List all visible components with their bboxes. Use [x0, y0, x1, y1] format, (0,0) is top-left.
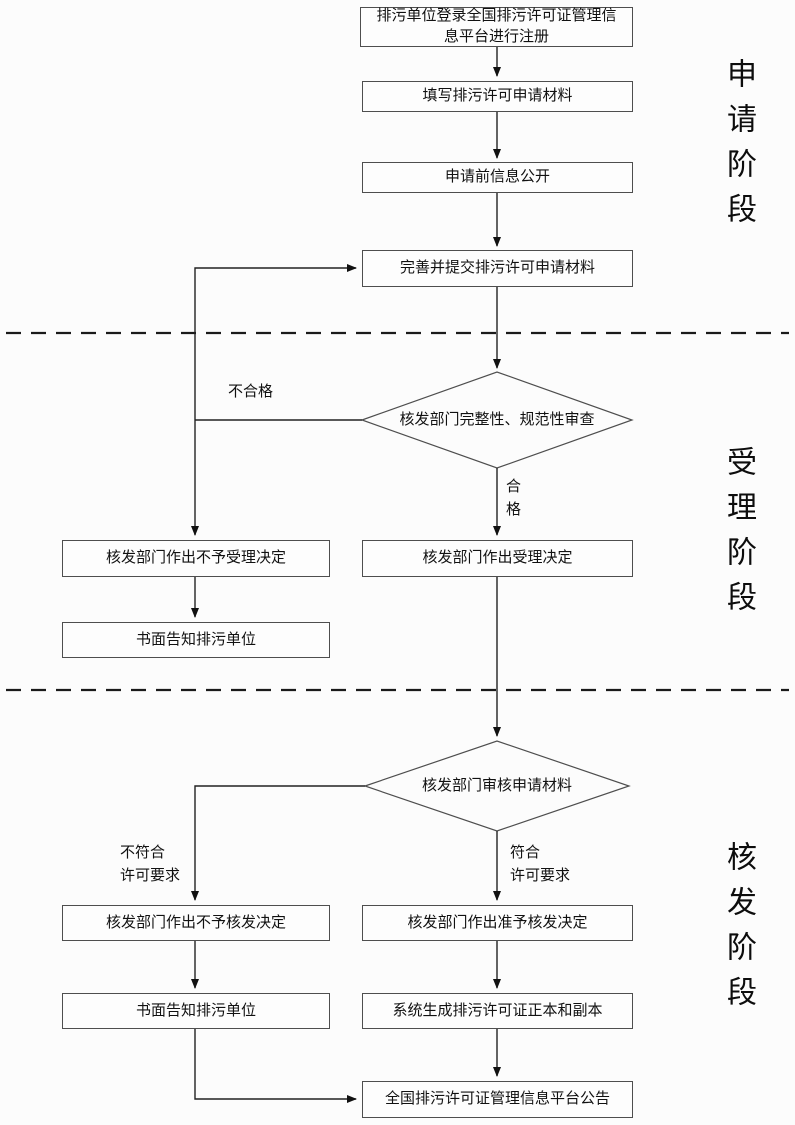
decision-diamond-completeness — [360, 371, 634, 469]
node-platform-announcement: 全国排污许可证管理信息平台公告 — [362, 1081, 633, 1118]
node-fill-materials: 填写排污许可申请材料 — [362, 81, 633, 112]
node-generate-certificate: 系统生成排污许可证正本和副本 — [362, 993, 633, 1029]
node-submit-materials: 完善并提交排污许可申请材料 — [362, 250, 633, 287]
stage-label-acceptance: 受理阶段 — [722, 446, 755, 626]
branch-label-qualified: 合 格 — [506, 479, 522, 519]
node-completeness-review: 核发部门完整性、规范性审查 — [399, 411, 595, 428]
branch-label-unqualified: 不合格 — [228, 384, 274, 400]
branch-label-meeting: 符合 许可要求 — [510, 845, 571, 885]
branch-label-not-meeting: 不符合 许可要求 — [120, 845, 181, 885]
edge-unqualified-back-to-submit — [194, 264, 357, 420]
stage-label-issuance: 核发阶段 — [722, 841, 755, 1021]
node-reject-issuance: 核发部门作出不予核发决定 — [62, 905, 330, 941]
node-written-notice-1: 书面告知排污单位 — [62, 622, 330, 658]
edge-notice2-to-announcement — [194, 1029, 357, 1103]
edge-review-to-reject-issuance — [191, 785, 365, 901]
decision-diamond-review — [363, 740, 631, 832]
node-register: 排污单位登录全国排污许可证管理信息平台进行注册 — [360, 7, 633, 47]
node-acceptance-decision: 核发部门作出受理决定 — [362, 540, 633, 577]
node-pre-disclosure: 申请前信息公开 — [362, 162, 633, 193]
node-reject-acceptance: 核发部门作出不予受理决定 — [62, 540, 330, 577]
node-application-review: 核发部门审核申请材料 — [421, 777, 572, 794]
node-written-notice-2: 书面告知排污单位 — [62, 993, 330, 1029]
stage-label-application: 申请阶段 — [722, 58, 755, 238]
node-approve-issuance: 核发部门作出准予核发决定 — [362, 905, 633, 941]
